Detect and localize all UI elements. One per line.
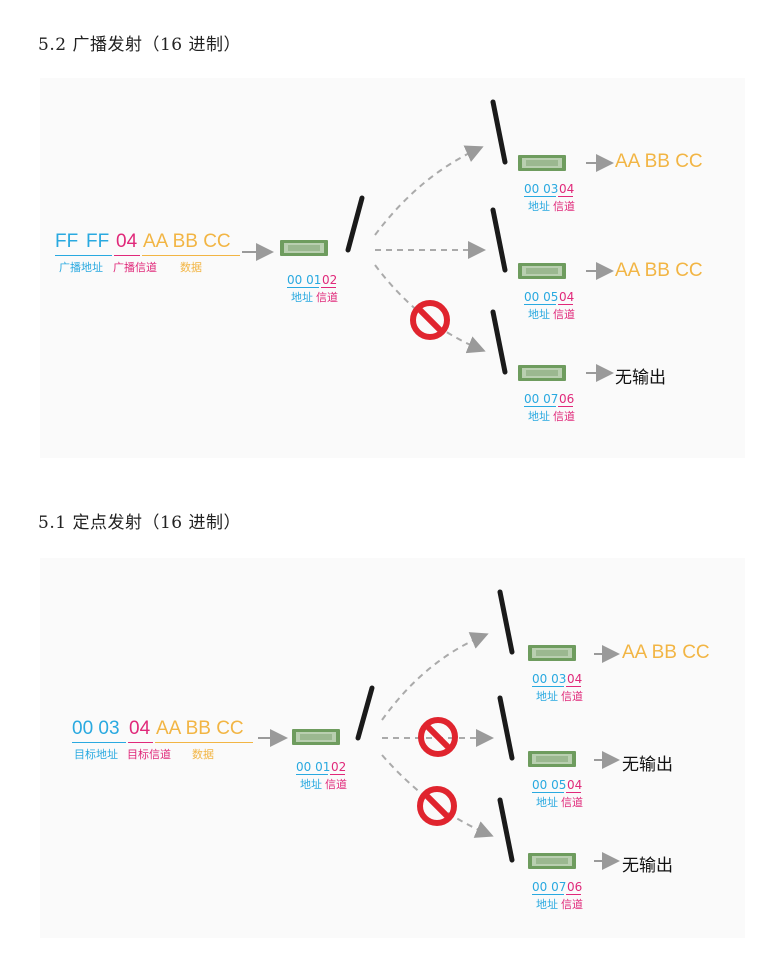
receiver-output: 无输出 <box>622 755 673 774</box>
sender-address: 00 01 <box>296 760 331 774</box>
receiver-address: 00 07 <box>532 880 567 894</box>
receiver-channel-label: 信道 <box>553 308 575 321</box>
receiver-channel-label: 信道 <box>553 200 575 213</box>
receiver-output: AA BB CC <box>615 260 703 281</box>
receiver-channel: 04 <box>559 182 575 196</box>
target-channel-label: 目标信道 <box>127 748 171 761</box>
receiver-output: 无输出 <box>615 368 666 387</box>
section-title-fixed: 5.1 定点发射（16 进制） <box>38 513 241 533</box>
fixed-data-label: 数据 <box>192 748 214 761</box>
blocked-icon <box>410 300 450 340</box>
broadcast-data: AA BB CC <box>143 231 231 252</box>
section-title-broadcast: 5.2 广播发射（16 进制） <box>38 35 241 55</box>
receiver-module-2 <box>490 207 566 279</box>
receiver-channel: 04 <box>567 672 583 686</box>
receiver-output: AA BB CC <box>615 151 703 172</box>
sender-channel-label: 信道 <box>316 291 338 304</box>
receiver-address: 00 07 <box>524 392 559 406</box>
receiver-channel-label: 信道 <box>553 410 575 423</box>
receiver-address-label: 地址 <box>536 690 558 703</box>
target-address-label: 目标地址 <box>74 748 118 761</box>
receiver-address-label: 地址 <box>528 200 550 213</box>
sender-address-label: 地址 <box>300 778 322 791</box>
receiver-address-label: 地址 <box>528 410 550 423</box>
broadcast-channel-label: 广播信道 <box>113 261 157 274</box>
blocked-icon <box>418 717 458 757</box>
receiver-channel-label: 信道 <box>561 898 583 911</box>
receiver-channel: 04 <box>559 290 575 304</box>
signal-path-1 <box>374 145 484 236</box>
receiver-channel-label: 信道 <box>561 796 583 809</box>
broadcast-address-2: FF <box>86 231 110 252</box>
receiver-module-3 <box>490 309 566 381</box>
sender-channel-label: 信道 <box>325 778 347 791</box>
receiver-address: 00 03 <box>532 672 567 686</box>
target-channel: 04 <box>129 718 151 739</box>
blocked-icon <box>417 786 457 826</box>
sender-module <box>292 685 375 745</box>
broadcast-address-label: 广播地址 <box>59 261 103 274</box>
receiver-module-1 <box>497 589 576 661</box>
broadcast-address-1: FF <box>55 231 79 252</box>
receiver-output: 无输出 <box>622 856 673 875</box>
receiver-channel: 06 <box>567 880 583 894</box>
receiver-channel: 04 <box>567 778 583 792</box>
sender-channel: 02 <box>331 760 347 774</box>
receiver-module-1 <box>490 99 566 171</box>
receiver-address: 00 03 <box>524 182 559 196</box>
receiver-address-label: 地址 <box>528 308 550 321</box>
receiver-channel: 06 <box>559 392 575 406</box>
broadcast-channel: 04 <box>116 231 138 252</box>
fixed-diagram-panel <box>40 558 745 938</box>
receiver-address-label: 地址 <box>536 796 558 809</box>
target-address: 00 03 <box>72 718 120 739</box>
receiver-module-2 <box>497 695 576 767</box>
fixed-data: AA BB CC <box>156 718 244 739</box>
antenna <box>345 195 365 253</box>
receiver-module-3 <box>497 797 576 869</box>
receiver-address: 00 05 <box>524 290 559 304</box>
sender-address: 00 01 <box>287 273 322 287</box>
receiver-output: AA BB CC <box>622 642 710 663</box>
receiver-address: 00 05 <box>532 778 567 792</box>
sender-channel: 02 <box>322 273 338 287</box>
receiver-address-label: 地址 <box>536 898 558 911</box>
broadcast-diagram-panel <box>40 78 745 458</box>
sender-module <box>280 195 365 256</box>
receiver-channel-label: 信道 <box>561 690 583 703</box>
broadcast-data-label: 数据 <box>180 261 202 274</box>
sender-address-label: 地址 <box>291 291 313 304</box>
